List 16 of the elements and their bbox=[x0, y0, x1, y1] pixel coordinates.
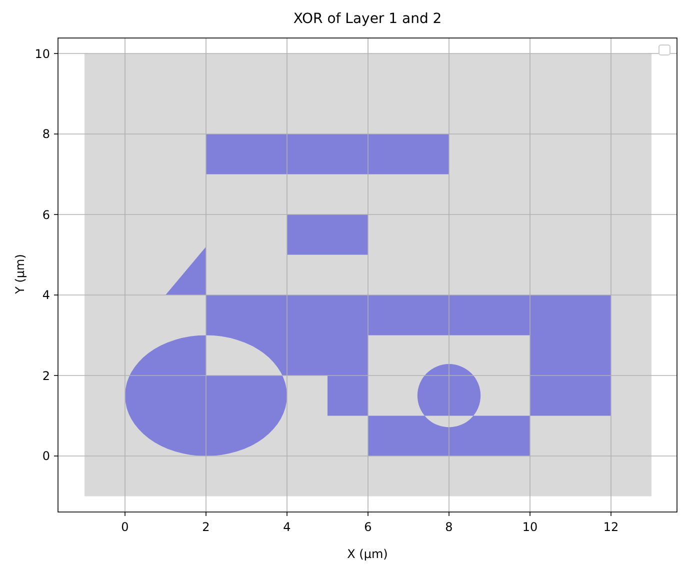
x-tick-label: 2 bbox=[201, 520, 211, 534]
x-tick-label: 0 bbox=[120, 520, 130, 534]
y-tick-label: 4 bbox=[42, 288, 50, 302]
x-tick-label: 8 bbox=[444, 520, 454, 534]
x-tick-label: 12 bbox=[602, 520, 620, 534]
chart-title: XOR of Layer 1 and 2 bbox=[292, 10, 443, 28]
x-tick-label: 4 bbox=[282, 520, 292, 534]
y-tick-label: 0 bbox=[42, 449, 50, 463]
y-tick-label: 8 bbox=[42, 127, 50, 141]
x-tick-label: 10 bbox=[521, 520, 539, 534]
y-tick-label: 6 bbox=[42, 208, 50, 222]
x-tick-label: 6 bbox=[363, 520, 373, 534]
x-axis-label: X (µm) bbox=[346, 546, 389, 562]
y-tick-label: 10 bbox=[34, 46, 50, 60]
y-tick-label: 2 bbox=[42, 368, 50, 382]
y-axis-label: Y (µm) bbox=[12, 253, 28, 296]
